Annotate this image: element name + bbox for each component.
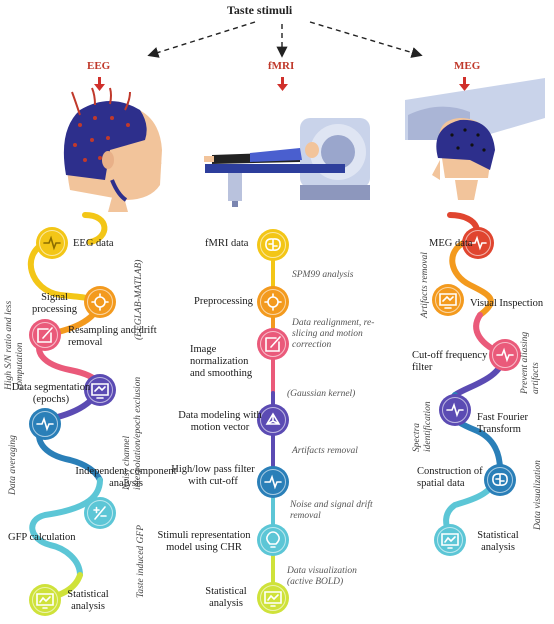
eeg-step-label: Independent component analysis [75,466,177,489]
filter-icon [257,466,289,498]
fmri-note: SPM99 analysis [292,270,354,280]
modality-arrows [94,77,470,91]
fmri-note: Data realignment, re-slicing and motion … [292,318,375,350]
preprocessing-icon [257,286,289,318]
eeg-note: Data averaging [8,435,18,495]
meg-note: Data visualization [533,460,543,530]
fmri-step-label: Preprocessing [194,296,253,307]
fmri-note: (Gaussian kernel) [287,389,356,399]
segmentation-icon [84,374,116,406]
eeg-step-label: Signal processing [32,292,77,315]
meg-note: Spectra identification [412,401,433,452]
taste-stimuli-title: Taste stimuli [227,3,293,17]
gfp-icon [84,497,116,529]
fmri-step-label: Data modeling with motion vector [178,410,262,433]
meg-step-label: Fast Fourier Transform [477,412,529,435]
fmri-note: Artifacts removal [292,446,358,456]
signal-processing-icon [84,286,116,318]
eeg-stats-icon [29,584,61,616]
fmri-step-label: Statistical analysis [205,586,247,609]
fmri-heading: fMRI [268,60,295,72]
eeg-step-label: Resampling and drift removal [68,325,157,348]
meg-step-label: Visual Inspection [470,298,544,309]
eeg-step-label: GFP calculation [8,532,76,543]
eeg-step-label: Statistical analysis [67,589,109,612]
cutoff-filter-icon [489,339,521,371]
eeg-note: Noisy channel interpolation/epoch exclus… [122,376,143,490]
fmri-step-label: Stimuli representation model using CHR [157,530,251,553]
visual-inspection-icon [432,284,464,316]
meg-scanner-illustration [405,78,545,200]
representation-icon [257,524,289,556]
meg-data-icon [462,227,494,259]
eeg-data-icon [36,227,68,259]
meg-step-label: Cut-off frequency filter [412,350,488,373]
eeg-heading: EEG [87,60,111,72]
fft-icon [439,394,471,426]
fmri-note: Data visualization (active BOLD) [287,566,357,587]
ica-icon [29,408,61,440]
fmri-stats-icon [257,582,289,614]
fmri-scanner-illustration [204,118,370,207]
eeg-note: (EEGLAB-MATLAB) [134,259,144,340]
fmri-data-icon [257,229,289,261]
fmri-step-label: Image normalization and smoothing [190,344,253,379]
eeg-step-label: EEG data [73,238,114,249]
meg-step-label: MEG data [429,238,473,249]
normalization-icon [257,328,289,360]
spatial-data-icon [484,464,516,496]
meg-note: Prevent aliasing artifacts [520,331,541,394]
meg-stats-icon [434,524,466,556]
eeg-head-illustration [63,87,162,212]
stimuli-arrows [147,21,423,58]
meg-step-label: Construction of spatial data [417,466,483,489]
fmri-step-label: High/low pass filter with cut-off [171,464,255,487]
eeg-note: Taste induced GFP [136,524,146,598]
meg-step-label: Statistical analysis [477,530,519,553]
meg-note: Artifacts removal [420,252,430,318]
meg-heading: MEG [454,60,481,72]
modeling-icon [257,404,289,436]
eeg-step-label: Data segmentation (epochs) [11,382,91,405]
resampling-icon [29,319,61,351]
fmri-step-label: fMRI data [205,238,249,249]
fmri-note: Noise and signal drift removal [290,500,373,521]
eeg-note: High S/N ratio and less computation [4,300,25,390]
